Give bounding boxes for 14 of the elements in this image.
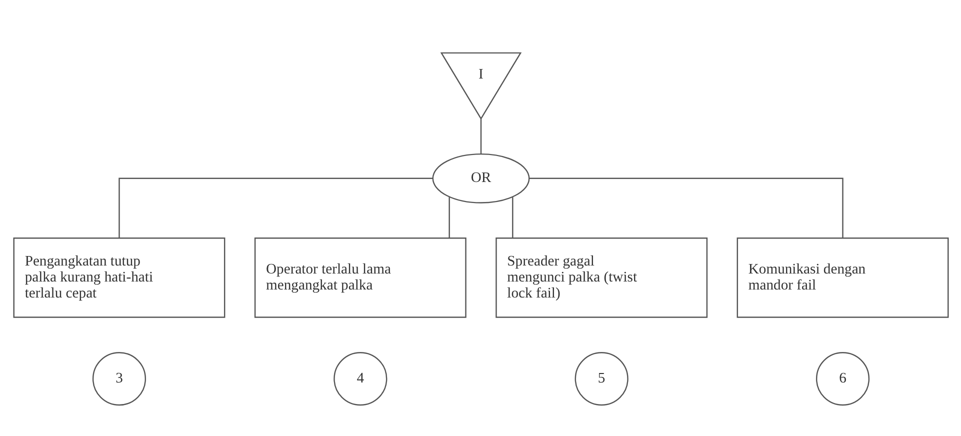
- node-box: Spreader gagal mengunci palka (twist lock fail): [495, 237, 708, 318]
- node-circle: 4: [333, 352, 387, 406]
- node-circle: 5: [574, 352, 628, 406]
- node-ellipse: OR: [432, 153, 530, 204]
- connector: [528, 178, 843, 238]
- connector: [118, 178, 432, 238]
- connector: [448, 197, 450, 238]
- node-box: Operator terlalu lama mengangkat palka: [254, 237, 466, 318]
- node-box: Komunikasi dengan mandor fail: [736, 237, 948, 318]
- node-circle: 3: [92, 352, 146, 406]
- connector: [480, 118, 482, 154]
- node-circle: 6: [815, 352, 870, 406]
- connector: [512, 197, 513, 238]
- node-box: Pengangkatan tutup palka kurang hati-hati terlalu cepat: [12, 237, 225, 318]
